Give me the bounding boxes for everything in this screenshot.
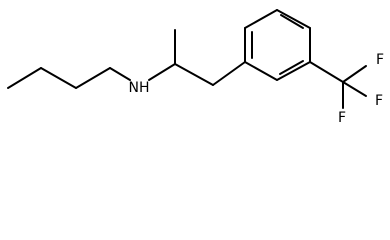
bond-ring-to-cf3 — [309, 61, 344, 83]
ring-bond-2 — [244, 9, 278, 29]
bond-butyl-to-amine — [109, 67, 131, 81]
molecule-structure: NH F F F — [7, 9, 384, 126]
ring-inner-bond-2 — [280, 14, 304, 29]
bond-amine-to-alpha-carbon — [148, 63, 176, 81]
bond-butyl-3 — [75, 67, 111, 89]
fluorine-label-bottom: F — [338, 110, 346, 126]
amine-label: NH — [129, 80, 150, 96]
structure-canvas: NH F F F — [7, 9, 385, 126]
ring-bond-6 — [244, 61, 278, 81]
bond-cf3-lower-right — [342, 81, 367, 97]
fluorine-label-lower-right: F — [375, 93, 383, 109]
bond-butyl-2 — [40, 67, 77, 89]
fluorine-label-upper-right: F — [376, 52, 384, 68]
bond-alpha-carbon-benzylic — [174, 63, 214, 86]
ring-bond-5 — [276, 61, 311, 81]
bond-cf3-upper-right — [342, 65, 367, 83]
bond-benzylic-to-ring — [212, 61, 246, 86]
bond-butyl-1 — [7, 67, 42, 89]
ring-bond-3 — [276, 9, 311, 29]
ring-inner-bond-3 — [279, 60, 304, 75]
